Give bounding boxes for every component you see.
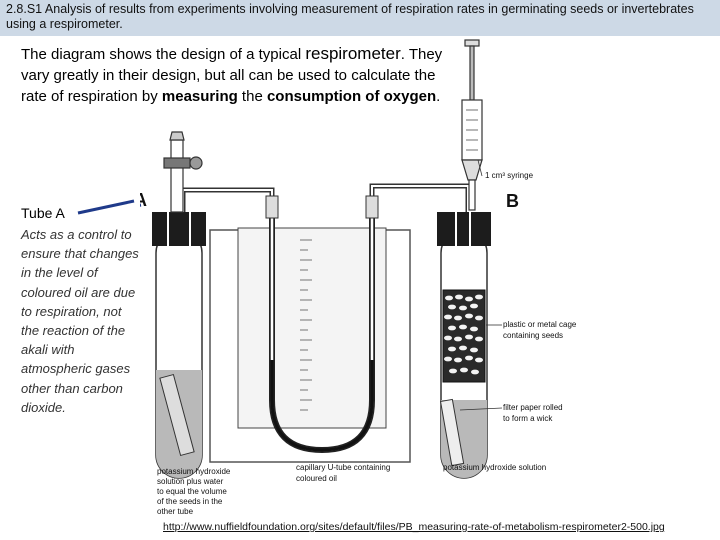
intro-paragraph: The diagram shows the design of a typica…: [21, 43, 451, 107]
koh-label-a-1: potassium hydroxide: [157, 467, 231, 476]
intro-text-1: The diagram shows the design of a typica…: [21, 46, 306, 63]
filter-paper-wick: [439, 398, 465, 467]
tube-a-arrow: [77, 199, 135, 215]
scale-ticks: [300, 239, 312, 411]
label-a: A: [140, 190, 147, 210]
source-link[interactable]: http://www.nuffieldfoundation.org/sites/…: [163, 521, 665, 533]
koh-label-a-3: to equal the volume: [157, 487, 227, 496]
intro-consumption: consumption of oxygen: [266, 88, 437, 105]
header-bar: [0, 0, 720, 36]
tube-a-title: Tube A: [21, 205, 65, 221]
utube-label-2: coloured oil: [296, 474, 337, 483]
coloured-oil: [270, 360, 374, 452]
intro-keyword: respirometer: [305, 44, 401, 63]
koh-label-b: potassium hydroxide solution: [443, 463, 546, 472]
intro-measuring: measuring: [161, 88, 238, 105]
tube-a-description: Acts as a control to ensure that changes…: [21, 227, 139, 415]
tube-a: [152, 205, 206, 479]
syringe-label: 1 cm³ syringe: [485, 171, 534, 180]
intro-text-3: the: [237, 88, 267, 105]
slide-title: 2.8.S1 Analysis of results from experime…: [6, 2, 694, 31]
tube-b: [437, 205, 491, 479]
cage-label-1: plastic or metal cage: [503, 320, 577, 329]
scale-panel: [237, 227, 387, 429]
screw-clip: [163, 131, 203, 213]
bung-b: [437, 212, 491, 246]
intro-text-4: .: [436, 88, 441, 105]
koh-label-a-2: solution plus water: [157, 477, 224, 486]
syringe: [461, 39, 483, 211]
koh-label-a-4: of the seeds in the: [157, 497, 223, 506]
label-b: B: [506, 191, 519, 211]
cage-a: [159, 373, 195, 457]
filter-label-2: to form a wick: [503, 414, 553, 423]
bung-a: [152, 212, 206, 246]
cage-label-2: containing seeds: [503, 331, 563, 340]
seed-cage: [442, 289, 486, 383]
utube-label-1: capillary U-tube containing: [296, 463, 390, 472]
respirometer-diagram: A B 1 cm³ syringe plastic or metal cage …: [140, 39, 577, 516]
koh-label-a-5: other tube: [157, 507, 194, 516]
filter-label-1: filter paper rolled: [503, 403, 563, 412]
intro-text-2: . They vary greatly in their design, but…: [21, 46, 443, 105]
